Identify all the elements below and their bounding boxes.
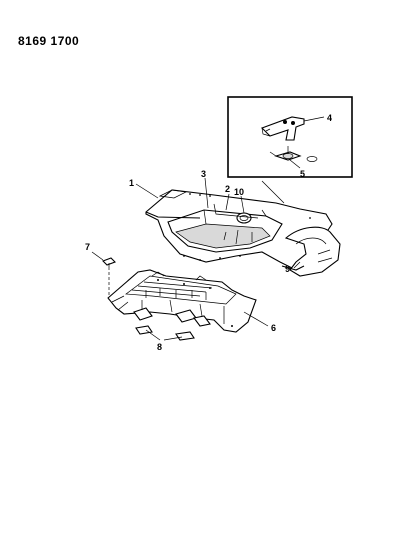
leader-1 <box>135 183 159 199</box>
callout-9: 9 <box>285 264 290 274</box>
retainer-part <box>269 146 318 162</box>
callout-8: 8 <box>157 342 162 352</box>
callout-10: 10 <box>234 187 244 197</box>
leader-4 <box>303 116 325 122</box>
leader-6 <box>243 311 269 327</box>
callout-5: 5 <box>300 169 305 179</box>
bracket-part <box>261 116 305 141</box>
screw-part <box>102 257 116 300</box>
trunk-floor-pan <box>145 189 341 277</box>
leader-10 <box>240 195 245 214</box>
leader-8b <box>163 336 183 341</box>
heat-shield-part <box>107 269 257 333</box>
callout-7: 7 <box>85 242 90 252</box>
inset-detail: 4 5 <box>227 96 353 179</box>
callout-4: 4 <box>327 113 332 123</box>
leader-3 <box>204 177 209 209</box>
leader-7 <box>91 251 104 261</box>
callout-1: 1 <box>129 178 134 188</box>
inset-connector <box>261 180 285 204</box>
callout-6: 6 <box>271 323 276 333</box>
leader-9 <box>293 261 301 269</box>
callout-3: 3 <box>201 169 206 179</box>
leader-8a <box>145 329 161 341</box>
pad-parts <box>135 325 195 341</box>
callout-2: 2 <box>225 184 230 194</box>
leader-5 <box>289 159 301 169</box>
document-number: 8169 1700 <box>18 34 80 48</box>
leader-2 <box>225 193 230 211</box>
